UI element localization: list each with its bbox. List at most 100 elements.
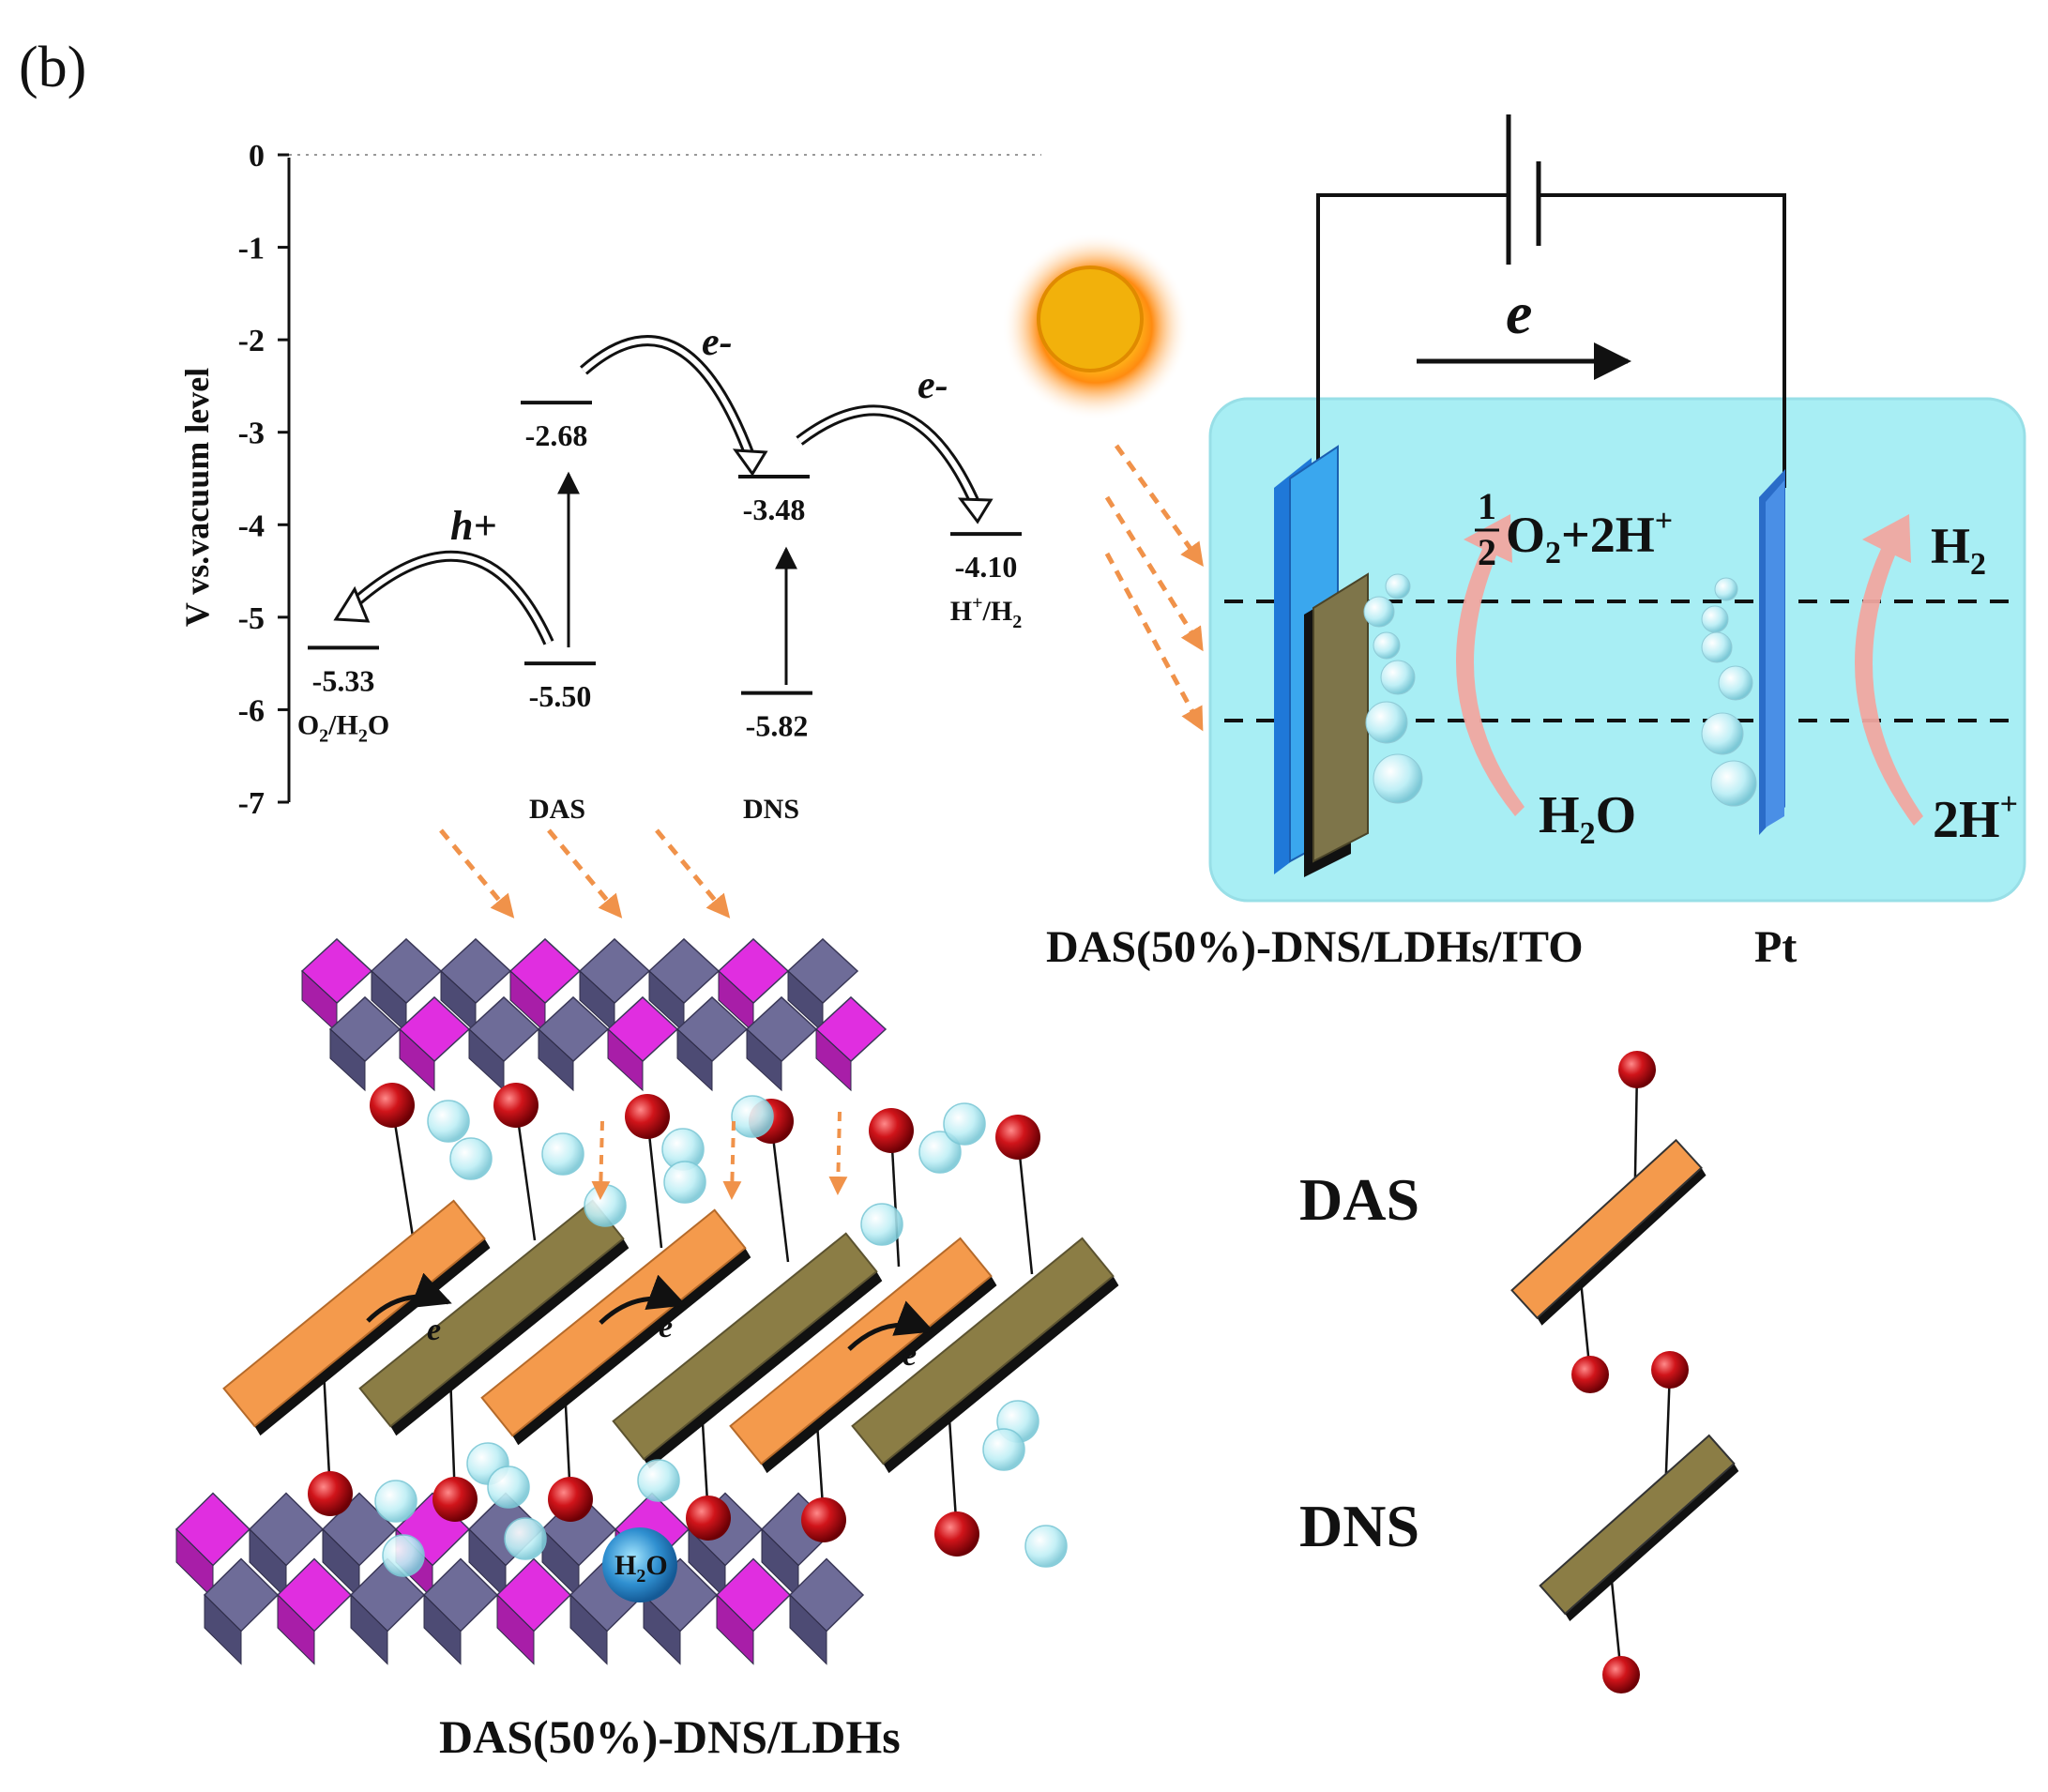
oxygen-atom	[548, 1477, 593, 1522]
pt-cathode	[1759, 469, 1785, 835]
energy-level-value: -4.10	[955, 550, 1018, 584]
redox-couple-label: O2/H2O	[297, 709, 389, 746]
water-molecule	[427, 1100, 470, 1143]
cathode-product-label: H2	[1931, 518, 1986, 582]
legend-dns-label: DNS	[1299, 1493, 1419, 1559]
octahedron-side	[746, 1027, 782, 1092]
photoanode-label: DAS(50%)-DNS/LDHs/ITO	[1046, 922, 1584, 972]
octahedron-side	[399, 1027, 435, 1092]
oxygen-atom	[370, 1083, 415, 1128]
octahedron-side	[204, 1593, 242, 1665]
octahedron-side	[789, 1593, 827, 1665]
das-molecule-edge	[761, 1276, 997, 1474]
hole-transfer-arrow	[333, 550, 554, 645]
dns-molecule	[851, 1237, 1115, 1465]
redox-couple-label: H+/H2	[950, 593, 1022, 632]
water-molecule	[449, 1137, 493, 1180]
electron-transfer-arrow-2	[796, 404, 994, 524]
energy-level-value: -5.33	[312, 663, 375, 697]
oxygen-atom	[432, 1477, 478, 1522]
y-ticks: 0-1-2-3-4-5-6-7	[238, 139, 289, 821]
tether-line	[769, 1120, 790, 1263]
y-tick-label: -2	[238, 324, 265, 358]
octahedron-side	[496, 1593, 535, 1665]
electron-label-2: e-	[918, 364, 948, 407]
octahedron-side	[716, 1593, 754, 1665]
octahedron-side	[607, 1027, 644, 1092]
octahedron-side	[329, 1027, 366, 1092]
oxygen-bubbles	[1363, 573, 1423, 804]
legend-oxygen-atom	[1602, 1656, 1640, 1693]
electron-hop-label-2: e	[659, 1310, 673, 1344]
electron-label-1: e-	[702, 321, 733, 364]
legend-dns-molecule-edge	[1565, 1463, 1739, 1621]
anode-reaction-arrow	[1456, 514, 1525, 816]
interlayer-light-arrows	[591, 1111, 848, 1200]
oxygen-atom	[869, 1108, 914, 1153]
ldh-structure: e e e H2O DAS(50%)-DNS/LDHs	[174, 828, 1119, 1763]
pec-cell: e	[1002, 114, 2026, 972]
panel-label: (b)	[19, 36, 86, 99]
electron-flow-label: e	[1506, 280, 1532, 346]
hydrogen-bubbles	[1701, 577, 1757, 807]
electron-transfer-arrow-1	[580, 335, 768, 477]
octahedron-side	[350, 1593, 388, 1665]
column-label-dns: DNS	[743, 794, 799, 825]
das-molecule	[729, 1237, 993, 1465]
y-tick-label: -5	[238, 601, 265, 636]
oxygen-atom	[686, 1496, 731, 1541]
energy-diagram: 0-1-2-3-4-5-6-7 V vs.vacuum level -5.33O…	[178, 139, 1041, 825]
dns-molecule-edge	[390, 1238, 630, 1436]
y-tick-label: -7	[238, 786, 265, 821]
octahedron-side	[538, 1027, 574, 1092]
water-molecule	[541, 1132, 584, 1176]
water-molecule	[918, 1131, 962, 1174]
legend: DAS DNS	[1299, 1051, 1739, 1693]
y-tick-label: -4	[238, 509, 265, 543]
hole-label: h+	[450, 503, 497, 549]
dns-molecule-edge	[883, 1276, 1119, 1474]
external-circuit	[1316, 193, 1786, 488]
water-molecule	[860, 1203, 903, 1246]
octahedron-side	[569, 1593, 608, 1665]
water-molecule	[637, 1459, 680, 1502]
light-rays-structure	[439, 828, 731, 919]
das-molecule	[222, 1199, 486, 1428]
oxygen-atoms	[308, 1083, 1040, 1557]
water-molecule	[584, 1184, 627, 1227]
water-molecules	[374, 1095, 1068, 1577]
y-tick-label: -3	[238, 417, 265, 451]
dns-molecule-edge	[644, 1271, 883, 1469]
legend-das-label: DAS	[1299, 1166, 1419, 1233]
oxygen-atom	[493, 1083, 539, 1128]
dns-molecule	[612, 1232, 878, 1461]
tether-line	[514, 1104, 537, 1241]
anode-product-label: 1 2 O2+2H+	[1475, 485, 1673, 573]
water-molecule	[382, 1534, 425, 1577]
legend-oxygen-atom	[1571, 1356, 1609, 1393]
legend-dns-molecule	[1539, 1434, 1736, 1616]
electron-hop-label-3: e	[903, 1338, 917, 1373]
octahedron-side	[643, 1593, 681, 1665]
octahedron-side	[676, 1027, 713, 1092]
y-tick-label: -1	[238, 232, 265, 266]
cathode-label: Pt	[1754, 922, 1797, 972]
column-label-das: DAS	[529, 794, 585, 825]
electron-hop-label-1: e	[427, 1313, 441, 1347]
energy-levels: -5.33O2/H2O-2.68-5.50-3.48-5.82-4.10H+/H…	[297, 401, 1022, 746]
water-molecule	[731, 1095, 774, 1138]
ldh-top-layer	[300, 937, 887, 1092]
dns-molecule	[358, 1199, 625, 1428]
water-molecule	[943, 1102, 986, 1146]
octahedron-side	[277, 1593, 315, 1665]
oxygen-atom	[934, 1511, 979, 1557]
water-molecule	[982, 1428, 1025, 1471]
svg-text:O2+2H+: O2+2H+	[1506, 504, 1673, 570]
oxygen-atom	[308, 1471, 353, 1516]
energy-level-value: -5.50	[529, 679, 592, 713]
y-tick-label: 0	[249, 139, 265, 174]
dye-molecules	[222, 1199, 1119, 1474]
structure-caption: DAS(50%)-DNS/LDHs	[439, 1710, 901, 1763]
octahedron-side	[815, 1027, 852, 1092]
